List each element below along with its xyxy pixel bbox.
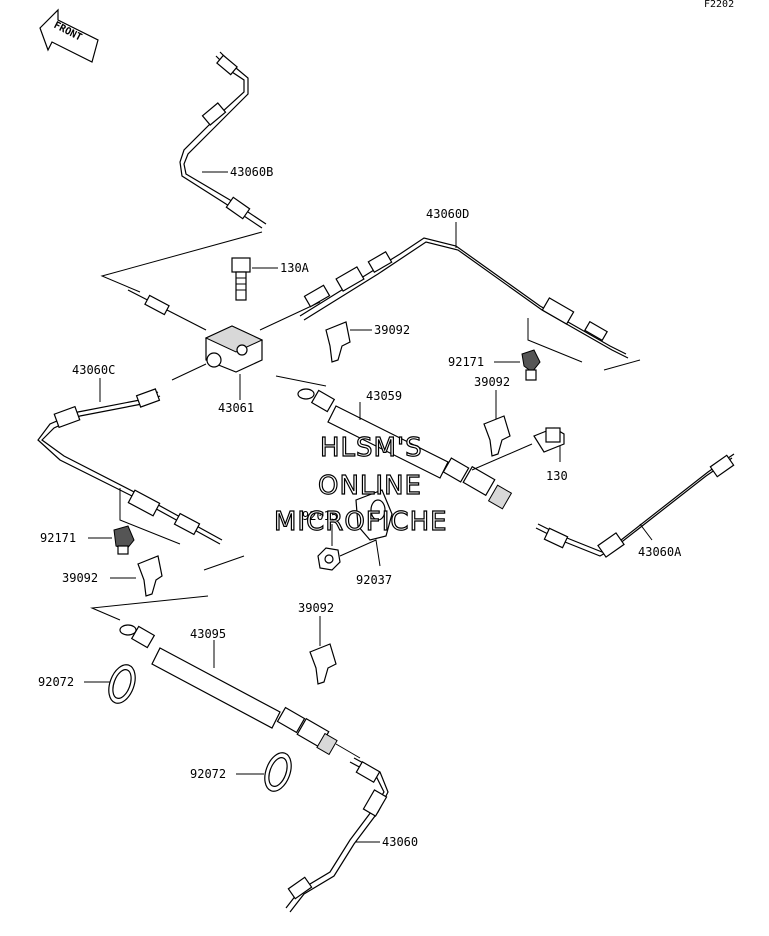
front-arrow-icon: FRONT — [39, 8, 99, 63]
nut-92015 — [317, 547, 341, 571]
guide-line — [100, 231, 263, 293]
leader-92037 — [339, 539, 381, 567]
label-43061: 43061 — [218, 401, 254, 415]
clip-39092-upper — [325, 321, 351, 363]
label-130: 130 — [546, 469, 568, 483]
brake-hose-43059 — [275, 375, 513, 510]
diagram-ref-code: F2202 — [704, 0, 734, 10]
label-39092-b: 39092 — [474, 375, 510, 389]
brake-line-43060 — [285, 757, 389, 913]
pipe-joint-left — [127, 289, 207, 331]
label-39092-a: 39092 — [374, 323, 410, 337]
leader-130-link — [471, 443, 533, 471]
label-92171-r: 92171 — [448, 355, 484, 369]
label-130a: 130A — [280, 261, 310, 275]
clamp-92072-lower — [264, 752, 292, 792]
label-43060b: 43060B — [230, 165, 273, 179]
bolt-130 — [533, 427, 565, 453]
label-43060d: 43060D — [426, 207, 469, 221]
leader-43060a — [639, 523, 653, 541]
label-92072-b: 92072 — [190, 767, 226, 781]
label-92072-a: 92072 — [38, 675, 74, 689]
label-43059: 43059 — [366, 389, 402, 403]
brake-line-43060c — [37, 363, 223, 545]
watermark: HLSM'S ONLINE MICROFICHE — [273, 432, 448, 537]
clamp-92171-left — [113, 525, 135, 555]
label-92015: 92015 — [302, 509, 338, 523]
bracket-92037 — [355, 489, 393, 541]
clip-39092-center — [309, 643, 337, 685]
clamp-92072-upper — [108, 664, 136, 704]
bolt-130a — [231, 257, 251, 301]
brake-line-43060a — [535, 453, 735, 558]
brake-line-43060d — [299, 237, 629, 359]
clip-39092-left — [137, 555, 163, 597]
label-43095: 43095 — [190, 627, 226, 641]
joint-43061 — [204, 325, 264, 373]
clip-39092-right — [483, 415, 511, 457]
label-43060c: 43060C — [72, 363, 115, 377]
label-43060a: 43060A — [638, 545, 682, 559]
clamp-92171-right — [521, 349, 541, 381]
guide-line-right — [527, 318, 641, 371]
brake-hose-43095 — [119, 624, 338, 756]
label-43060: 43060 — [382, 835, 418, 849]
label-39092-d: 39092 — [298, 601, 334, 615]
label-92037: 92037 — [356, 573, 392, 587]
guide-line-lower — [90, 595, 209, 621]
label-92171-l: 92171 — [40, 531, 76, 545]
label-39092-c: 39092 — [62, 571, 98, 585]
watermark-line-1: HLSM'S — [320, 433, 423, 463]
guide-line-left — [119, 488, 245, 571]
watermark-line-3: MICROFICHE — [274, 507, 448, 537]
brake-line-43060b — [179, 51, 267, 229]
guide-line-bottom — [335, 743, 361, 759]
watermark-line-2: ONLINE — [318, 471, 422, 501]
